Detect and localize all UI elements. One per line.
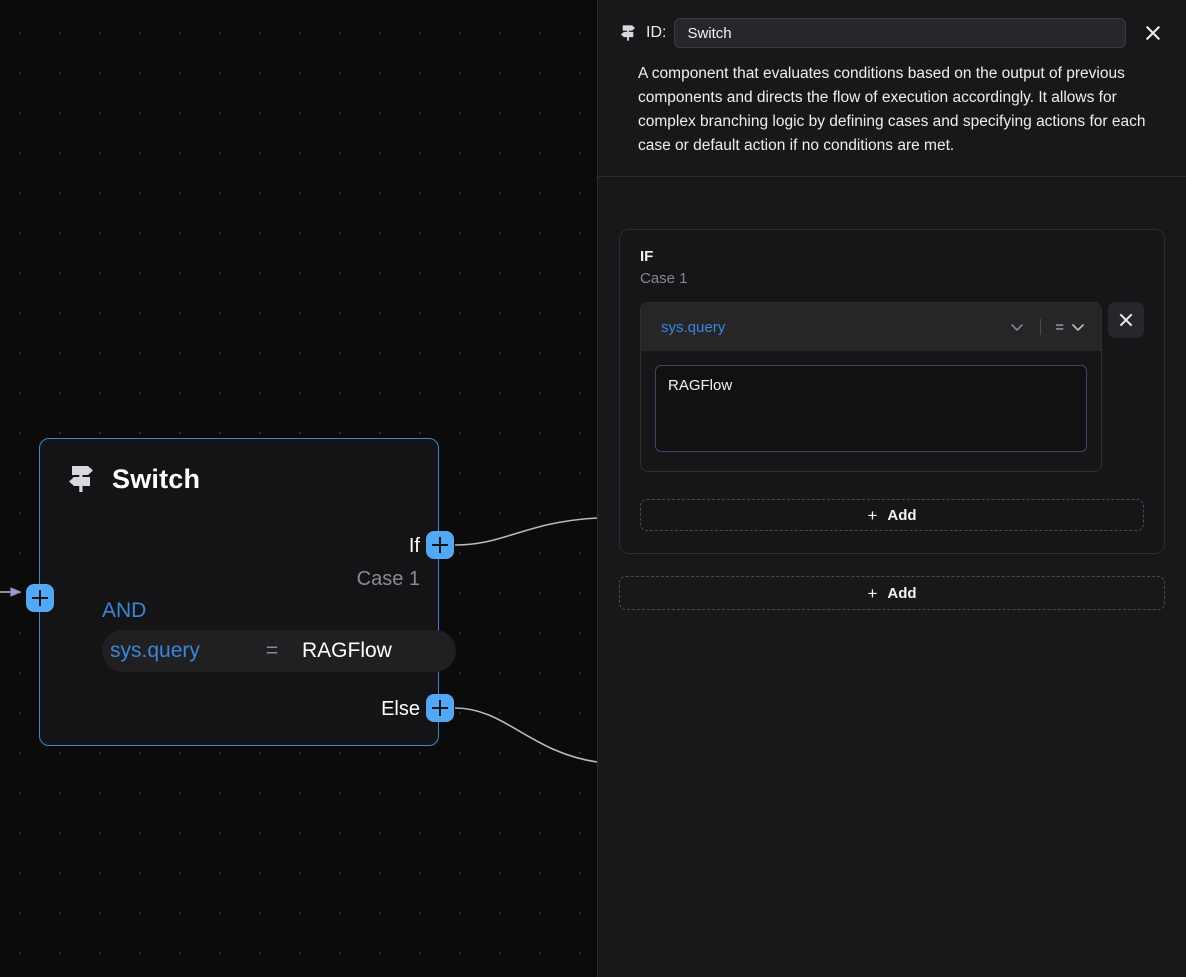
if-card-title: IF [640,248,654,265]
panel-divider [598,176,1186,177]
panel-header-row: ID: [618,18,1166,48]
chevron-down-icon[interactable] [1008,318,1026,336]
condition-operator-group[interactable]: = [1055,318,1087,336]
chevron-down-icon[interactable] [1069,318,1087,336]
condition-operator-value: = [1055,318,1064,336]
add-condition-label: Add [887,506,917,524]
component-description: A component that evaluates conditions ba… [638,65,1146,154]
node-condition-pill[interactable]: sys.query = RAGFlow [102,630,456,672]
node-condition-variable: sys.query [110,639,200,662]
condition-selector-row[interactable]: sys.query = [641,303,1101,351]
add-case-button[interactable]: + Add [619,576,1165,610]
node-condition-operator: = [265,639,279,662]
node-handle-input[interactable] [26,584,54,612]
if-card-subtitle: Case 1 [640,270,688,287]
node-header: Switch [40,439,438,495]
workflow-canvas[interactable]: Switch If Case 1 Else AND sys.query = RA… [0,0,597,977]
add-case-label: Add [887,584,917,602]
panel-header: ID: A component that evaluates condition… [598,0,1186,176]
plus-icon: + [867,583,878,603]
close-icon[interactable] [1140,20,1166,46]
id-label: ID: [646,24,667,41]
condition-value-wrapper [641,351,1101,471]
node-port-label-if: If [408,535,420,557]
add-condition-button[interactable]: + Add [640,499,1144,531]
edge-else-out [454,707,597,763]
node-logic-operator: AND [102,599,147,622]
selector-divider [1040,319,1042,335]
condition-box: sys.query = [640,302,1102,472]
node-port-label-else: Else [381,698,420,720]
signpost-icon [69,466,93,492]
signpost-icon [620,25,636,41]
condition-row: sys.query = [640,302,1144,472]
component-config-panel: ID: A component that evaluates condition… [597,0,1186,977]
switch-node[interactable]: Switch If Case 1 Else AND sys.query = RA… [26,438,456,746]
panel-body: IF Case 1 sys.query = [598,177,1186,610]
node-port-label-case: Case 1 [356,568,420,590]
node-handle-if[interactable] [426,531,454,559]
condition-variable-value: sys.query [661,318,726,336]
delete-condition-button[interactable] [1108,302,1144,338]
component-id-input[interactable] [674,18,1126,48]
node-condition-value: RAGFlow [302,639,392,662]
node-handle-else[interactable] [426,694,454,722]
condition-value-textarea[interactable] [655,365,1087,452]
edge-if-out [454,517,597,546]
node-title: Switch [112,463,201,494]
if-case-card: IF Case 1 sys.query = [619,229,1165,554]
plus-icon: + [867,505,878,525]
